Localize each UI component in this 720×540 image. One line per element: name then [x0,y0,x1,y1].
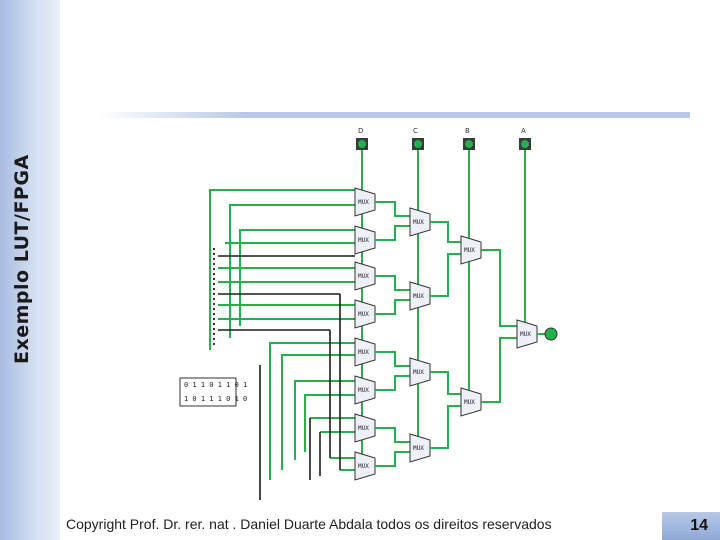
svg-text:MUX: MUX [413,369,424,376]
copyright-footer: Copyright Prof. Dr. rer. nat . Daniel Du… [66,516,552,532]
mux-12 [409,433,431,463]
mux-4 [354,299,376,329]
input-label-d: D [358,127,363,135]
stage2-muxes [409,207,431,463]
mux-10 [409,281,431,311]
svg-text:MUX: MUX [464,247,475,254]
stage1-muxes [354,187,376,481]
svg-text:MUX: MUX [413,293,424,300]
green-data-wires [209,189,355,480]
mux-6 [354,375,376,405]
lut-bits-row1: 0 1 1 0 1 1 0 1 [184,381,247,389]
svg-text:MUX: MUX [358,387,369,394]
page-badge: 14 [662,512,720,540]
dark-data-wires [218,255,355,500]
lut-register: 0 1 1 0 1 1 0 1 1 0 1 1 1 0 1 0 [179,248,247,407]
mux-8 [354,451,376,481]
mux-2 [354,225,376,255]
svg-text:MUX: MUX [358,273,369,280]
svg-text:MUX: MUX [358,349,369,356]
input-pins: D C B A [356,127,531,150]
svg-text:MUX: MUX [358,199,369,206]
svg-text:MUX: MUX [464,399,475,406]
stage3-muxes [460,235,482,417]
mux-9 [409,207,431,237]
lut-bits-row2: 1 0 1 1 1 0 1 0 [184,395,247,403]
svg-text:MUX: MUX [358,425,369,432]
svg-text:MUX: MUX [413,219,424,226]
sidebar: Exemplo LUT/FPGA [0,0,60,540]
mux-3 [354,261,376,291]
svg-text:MUX: MUX [358,311,369,318]
mux-final [516,319,538,349]
input-label-a: A [521,127,526,135]
svg-text:MUX: MUX [413,445,424,452]
mux-7 [354,413,376,443]
svg-text:MUX: MUX [520,331,531,338]
mux-11 [409,357,431,387]
title-rule [98,112,690,118]
page-number: 14 [690,517,708,534]
mux-5 [354,337,376,367]
mux-14 [460,387,482,417]
output-pin [544,327,558,341]
input-label-c: C [413,127,418,135]
mux-1 [354,187,376,217]
input-label-b: B [465,127,470,135]
svg-text:MUX: MUX [358,237,369,244]
mux-13 [460,235,482,265]
svg-text:MUX: MUX [358,463,369,470]
stage1-mux-labels: MUX MUX MUX MUX MUX MUX MUX MUX [358,199,369,470]
